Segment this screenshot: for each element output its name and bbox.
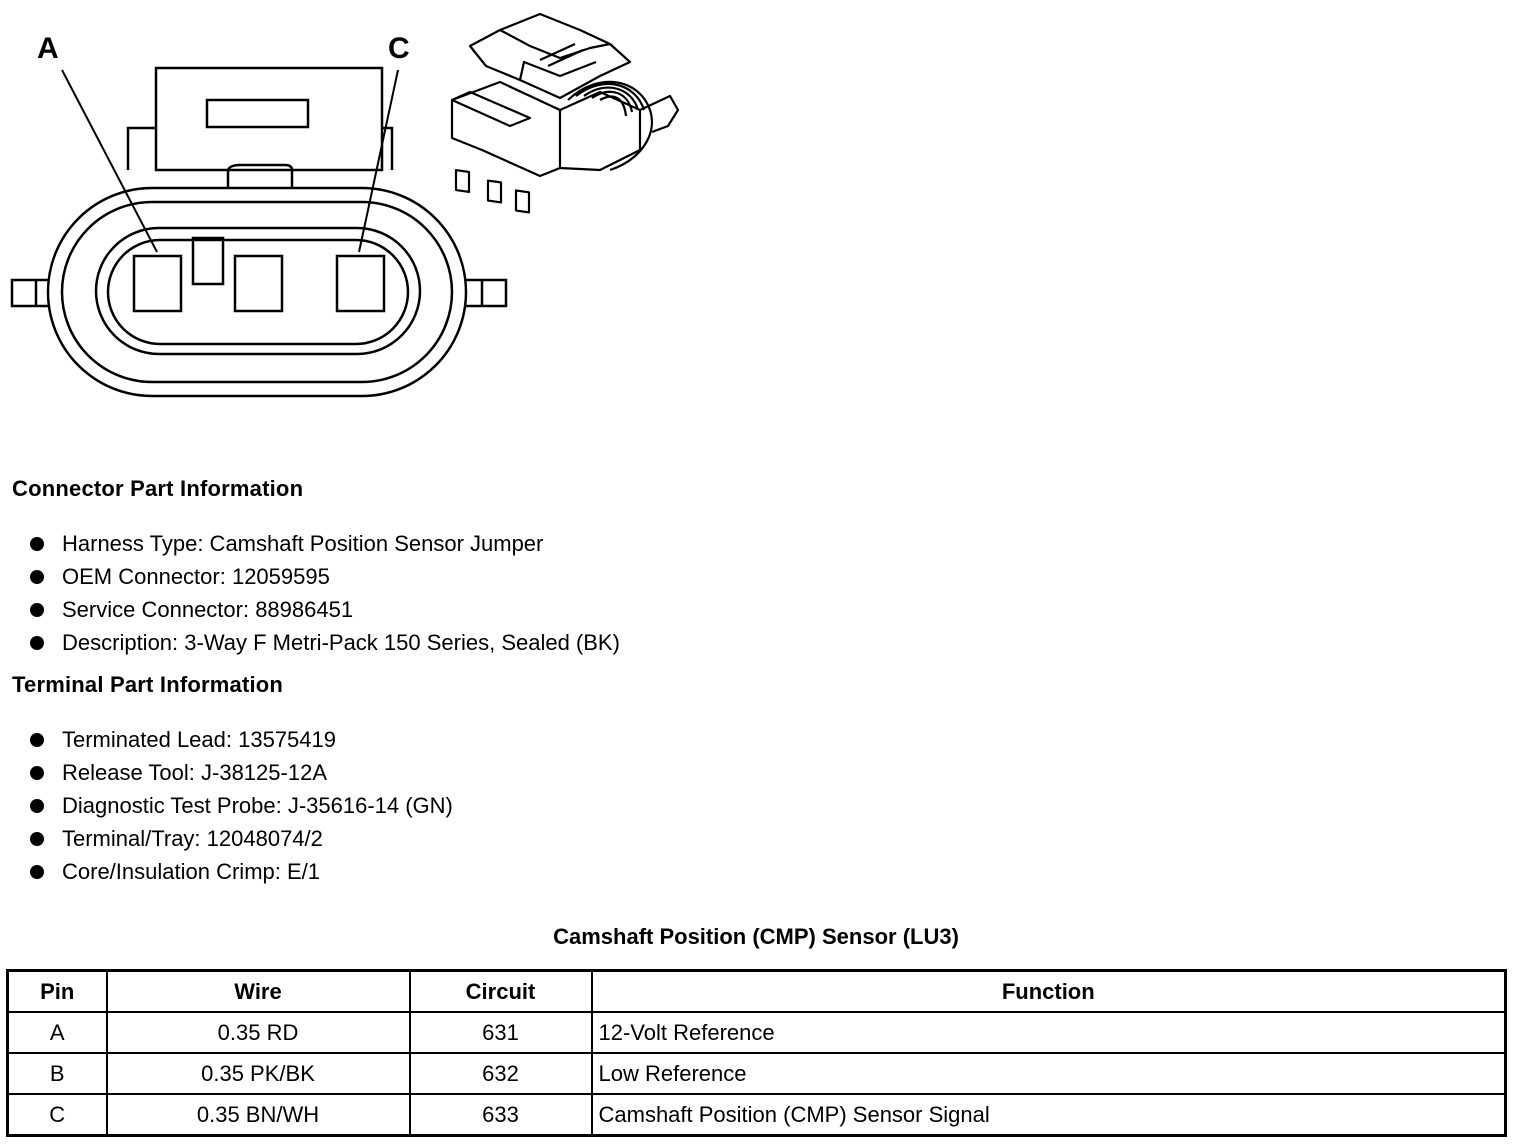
pin-cavity-c [335,254,386,313]
callout-label-a: A [37,32,59,65]
terminal-info-heading: Terminal Part Information [12,672,284,697]
cell-pin: B [6,1052,108,1095]
list-item: Diagnostic Test Probe: J-35616-14 (GN) [28,789,453,822]
terminal-info-list: Terminated Lead: 13575419 Release Tool: … [28,723,453,888]
cell-function: Low Reference [590,1052,1507,1095]
table-row: A 0.35 RD 631 12-Volt Reference [6,1011,1507,1054]
column-header-pin: Pin [6,969,108,1013]
cell-wire: 0.35 PK/BK [105,1052,411,1095]
connector-info-list: Harness Type: Camshaft Position Sensor J… [28,527,620,659]
cell-circuit: 632 [408,1052,593,1095]
pin-table: Pin Wire Circuit Function A 0.35 RD 631 … [6,969,1507,1137]
bullet-icon [30,865,44,879]
table-row: C 0.35 BN/WH 633 Camshaft Position (CMP)… [6,1093,1507,1137]
list-item: Core/Insulation Crimp: E/1 [28,855,453,888]
cell-wire: 0.35 RD [105,1011,411,1054]
cell-function: 12-Volt Reference [590,1011,1507,1054]
bullet-icon [30,537,44,551]
bullet-icon [30,832,44,846]
connector-isometric-illustration [450,12,680,214]
cell-pin: A [6,1011,108,1054]
bullet-icon [30,636,44,650]
list-item: Terminal/Tray: 12048074/2 [28,822,453,855]
column-header-wire: Wire [105,969,411,1013]
connector-diagram: A C [10,12,680,398]
list-item: Service Connector: 88986451 [28,593,620,626]
callout-label-c: C [388,32,410,65]
pin-cavity-a [132,254,183,313]
column-header-function: Function [590,969,1507,1013]
table-row: B 0.35 PK/BK 632 Low Reference [6,1052,1507,1095]
list-item: Release Tool: J-38125-12A [28,756,453,789]
list-item: Description: 3-Way F Metri-Pack 150 Seri… [28,626,620,659]
bullet-icon [30,799,44,813]
bullet-icon [30,570,44,584]
list-item: OEM Connector: 12059595 [28,560,620,593]
cell-pin: C [6,1093,108,1137]
table-header-row: Pin Wire Circuit Function [6,969,1507,1013]
list-item: Terminated Lead: 13575419 [28,723,453,756]
cell-function: Camshaft Position (CMP) Sensor Signal [590,1093,1507,1137]
column-header-circuit: Circuit [408,969,593,1013]
connector-info-heading: Connector Part Information [12,476,304,501]
cell-wire: 0.35 BN/WH [105,1093,411,1137]
cell-circuit: 633 [408,1093,593,1137]
pin-table-title: Camshaft Position (CMP) Sensor (LU3) [553,924,959,949]
pin-cavity-b [233,254,284,313]
bullet-icon [30,603,44,617]
bullet-icon [30,733,44,747]
list-item: Harness Type: Camshaft Position Sensor J… [28,527,620,560]
cell-circuit: 631 [408,1011,593,1054]
bullet-icon [30,766,44,780]
